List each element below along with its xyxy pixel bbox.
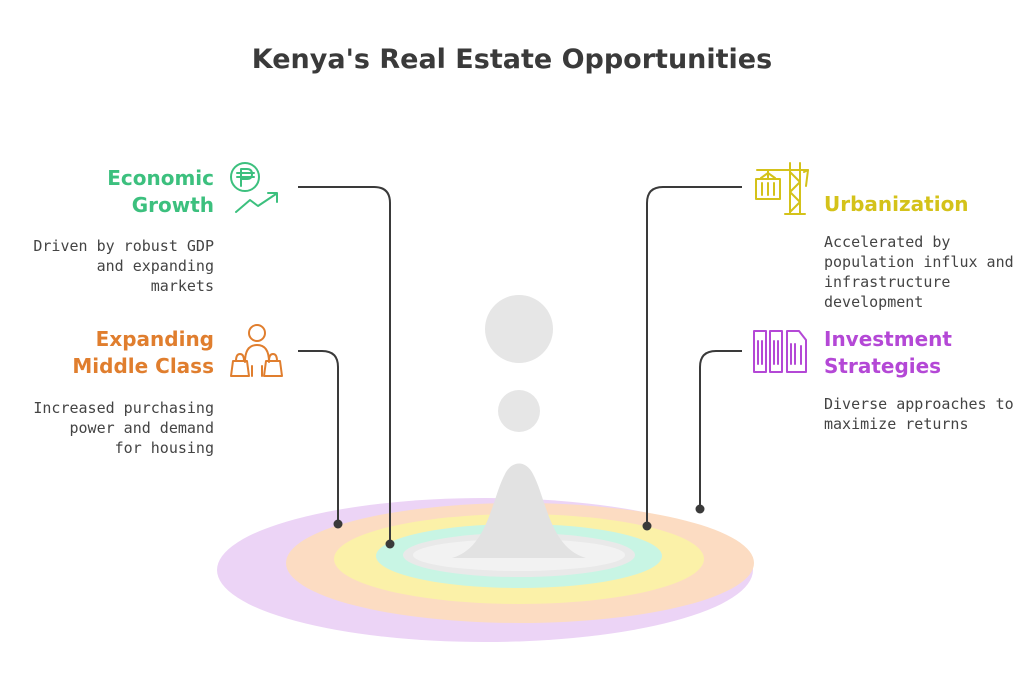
urbanization-description-line: infrastructure [824, 273, 951, 291]
urbanization-description-line: population influx and [824, 253, 1014, 271]
urbanization-description: Accelerated by population influx and inf… [824, 232, 1014, 312]
middle-class-description-line: Increased purchasing [33, 399, 214, 417]
economic-growth-description-line: and expanding [96, 257, 214, 275]
urbanization-description-line: development [824, 293, 924, 311]
investment-strategies-title-line: Investment [824, 327, 952, 351]
middle-class-description-line: for housing [114, 439, 214, 457]
connector-dot-urbanization [642, 521, 652, 531]
investment-strategies-title: Investment Strategies [824, 326, 952, 380]
water-splash-column [452, 463, 586, 558]
economic-growth-description-line: markets [150, 277, 214, 295]
shopper-icon [230, 324, 283, 377]
middle-class-title-line: Expanding [95, 327, 214, 351]
buildings-icon [753, 330, 807, 373]
economic-growth-description-line: Driven by robust GDP [33, 237, 214, 255]
water-droplet-large [485, 295, 553, 363]
middle-class-title-line: Middle Class [72, 354, 214, 378]
investment-strategies-description-line: maximize returns [824, 415, 969, 433]
connector-investment [699, 350, 742, 509]
connector-middle-class [298, 350, 339, 524]
connector-dot-economic-growth [385, 539, 395, 549]
investment-strategies-title-line: Strategies [824, 354, 942, 378]
connector-urbanization [646, 186, 742, 526]
investment-strategies-description: Diverse approaches to maximize returns [824, 394, 1014, 434]
economic-growth-description: Driven by robust GDP and expanding marke… [33, 236, 214, 296]
economic-growth-title-line: Economic [107, 166, 214, 190]
connector-dot-middle-class [333, 519, 343, 529]
middle-class-title: Expanding Middle Class [72, 326, 214, 380]
economic-growth-title: Economic Growth [107, 165, 214, 219]
urbanization-description-line: Accelerated by [824, 233, 951, 251]
economic-growth-title-line: Growth [131, 193, 214, 217]
crane-icon [755, 162, 809, 215]
connector-economic-growth [298, 186, 391, 544]
middle-class-description: Increased purchasing power and demand fo… [33, 398, 214, 458]
middle-class-description-line: power and demand [69, 419, 215, 437]
peso-growth-icon [230, 162, 278, 213]
diagram-title: Kenya's Real Estate Opportunities [251, 44, 773, 75]
urbanization-title-line: Urbanization [824, 192, 969, 216]
water-droplet-small [498, 390, 540, 432]
connector-dot-investment [695, 504, 705, 514]
urbanization-title: Urbanization [824, 191, 969, 218]
investment-strategies-description-line: Diverse approaches to [824, 395, 1014, 413]
